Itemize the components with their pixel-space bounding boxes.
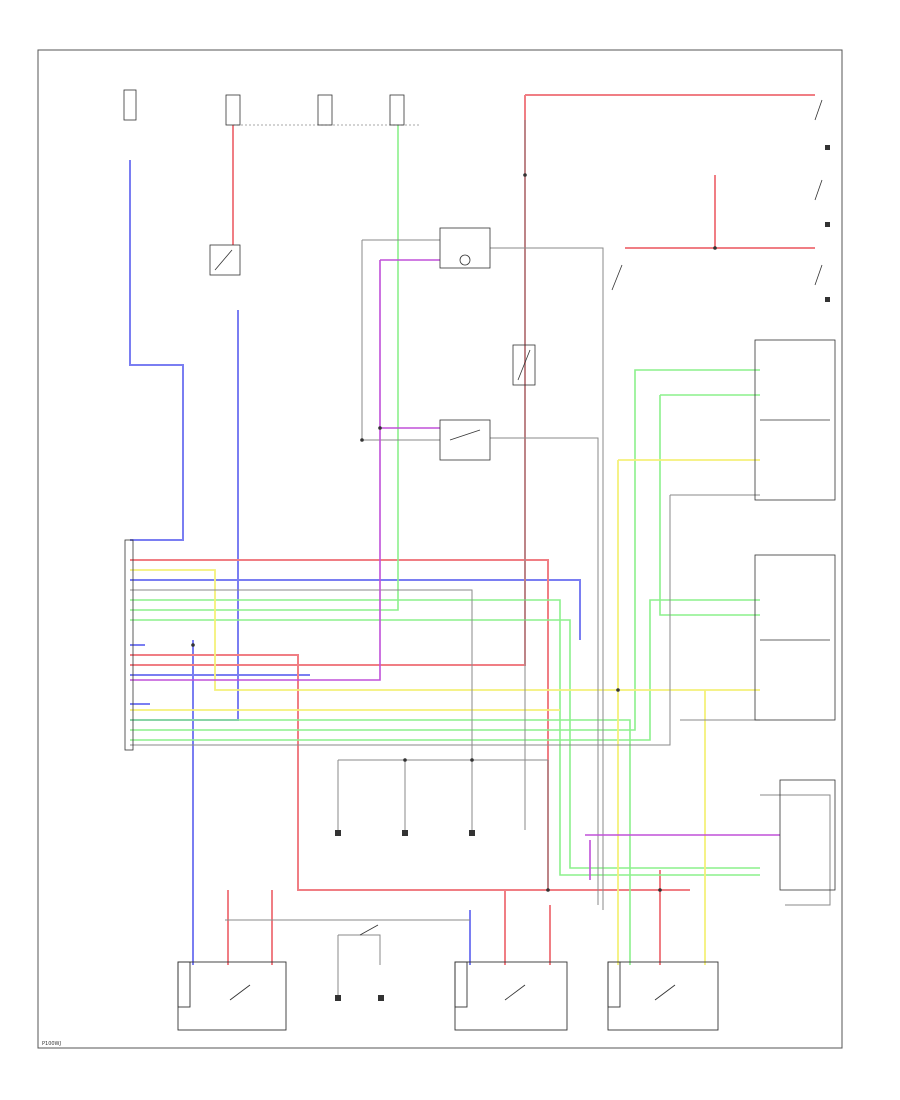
wire-gray-c [130, 589, 473, 830]
power-sources [123, 89, 405, 126]
fuse-2 [225, 94, 241, 126]
motor-left [177, 961, 287, 1031]
motor-icon [177, 961, 287, 1031]
ground-icon [335, 995, 341, 1001]
wire-gray-a [490, 247, 604, 910]
wire-violet-b [130, 260, 381, 681]
wire-green-d [130, 599, 760, 741]
ground-icon [825, 222, 830, 227]
control-unit [124, 539, 134, 751]
center-switch [359, 924, 379, 936]
switch-icon [359, 924, 379, 936]
wire-green-ign [130, 125, 399, 611]
door-switch-mid [512, 344, 536, 386]
ground-icon [335, 830, 341, 836]
wire-green-f [659, 395, 760, 616]
fuse-1 [123, 89, 137, 121]
switch-icon [512, 344, 536, 386]
connector-icon [754, 339, 836, 501]
relay-block-mid [439, 419, 491, 461]
wire-gray-k [760, 794, 831, 906]
motor-center [454, 961, 568, 1031]
relay-icon [439, 419, 491, 461]
wire-gray-b [490, 437, 599, 905]
ground-icon [378, 995, 384, 1001]
right-grounds [825, 145, 830, 302]
switch-icon [209, 244, 241, 276]
violet-wires [130, 259, 780, 880]
wire-gray-f [130, 495, 671, 746]
ground-points [335, 830, 475, 1001]
wire-blue-a [130, 579, 581, 640]
blue-wires [129, 160, 581, 965]
wire-green-a [130, 599, 760, 876]
footer-code: P100WJ [42, 1041, 61, 1047]
ground-icon [825, 297, 830, 302]
wire-red-e [130, 654, 690, 891]
door-module-bottom [779, 779, 836, 891]
switch-icon [814, 264, 823, 286]
relay-block-top [439, 227, 491, 269]
motor-icon [607, 961, 719, 1031]
ground-icon [402, 830, 408, 836]
right-switches [814, 99, 823, 286]
switch-icon [814, 179, 823, 201]
ground-icon [825, 145, 830, 150]
junction-dots [191, 173, 717, 892]
door-module-left [754, 554, 836, 721]
switch-icon [611, 264, 623, 291]
wire-green-b [130, 619, 760, 869]
motor-right [607, 961, 719, 1031]
wire-yellow-a [130, 569, 760, 691]
wire-gray-h [338, 934, 381, 965]
connector-icon [779, 779, 836, 891]
wire-green-g [130, 719, 631, 965]
switch-icon [814, 99, 823, 121]
wire-blue-batt [129, 160, 184, 541]
gray-wires [130, 120, 831, 995]
connector-icon [754, 554, 836, 721]
green-wires [130, 125, 760, 965]
diagram-frame [37, 49, 843, 1049]
ground-icon [469, 830, 475, 836]
fuse-4 [389, 94, 405, 126]
door-switch-right [611, 264, 623, 291]
door-module-right [754, 339, 836, 501]
yellow-wires [130, 459, 760, 965]
ignition-switch [209, 244, 241, 276]
relay-icon [439, 227, 491, 269]
wire-green-c [130, 369, 760, 731]
connector-icon [124, 539, 134, 751]
fuse-3 [317, 94, 333, 126]
